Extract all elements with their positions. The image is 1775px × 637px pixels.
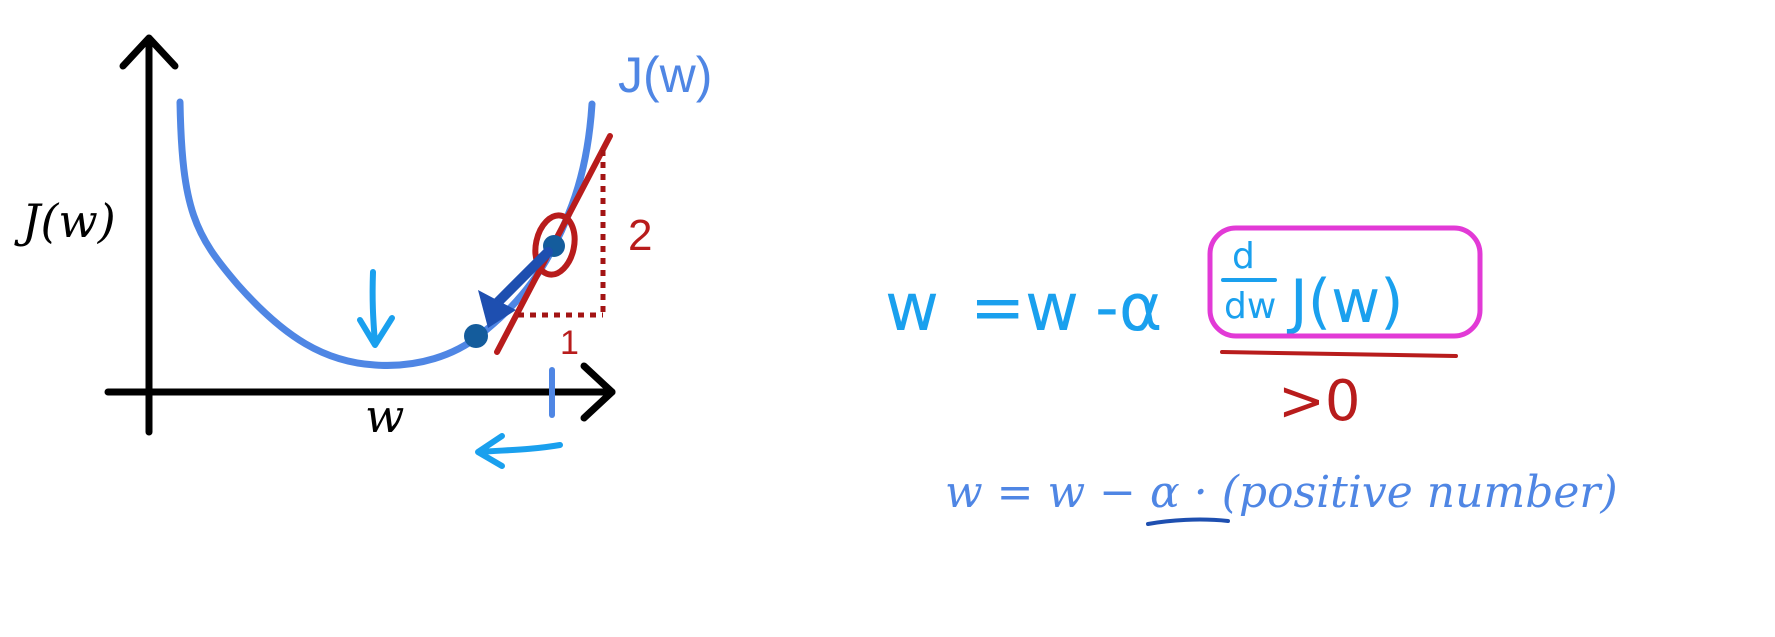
- slope-run-label: 1: [560, 324, 579, 362]
- eq-rhs-w: w: [1025, 269, 1079, 346]
- derivative-sign-note: >0: [1278, 369, 1361, 434]
- slope-rise-label: 2: [628, 211, 652, 260]
- slope-triangle: [518, 150, 606, 318]
- w-decrease-left-arrow-icon: [475, 433, 563, 469]
- derivative-underline: [1220, 350, 1458, 358]
- x-axis-label: w: [365, 389, 404, 443]
- eq-lhs-w: w: [885, 269, 939, 346]
- minimum-down-arrow-icon: [357, 269, 395, 348]
- step-arrowhead-icon: [478, 290, 516, 328]
- curve-label: J(w): [618, 47, 712, 103]
- typed-eq-alpha: α: [1150, 467, 1180, 518]
- y-axis-label: J(w): [14, 194, 116, 248]
- update-equation-handwritten: w = w -α d dw J(w) >0: [885, 225, 1483, 434]
- y-axis-arrowhead: [119, 34, 179, 70]
- eq-frac-numerator: d: [1232, 236, 1255, 277]
- x-axis-arrowhead: [580, 362, 616, 422]
- update-equation-typed: w = w − α · (positive number): [945, 467, 1618, 518]
- axes: [104, 34, 616, 436]
- typed-eq-prefix: w = w −: [945, 467, 1150, 518]
- eq-func-J: J(w): [1286, 267, 1404, 337]
- alpha-underline: [1146, 517, 1230, 526]
- next-point: [464, 324, 488, 348]
- derivative-highlight-box: [1207, 225, 1483, 339]
- typed-eq-suffix: · (positive number): [1180, 467, 1618, 518]
- eq-frac-denominator: dw: [1224, 286, 1276, 327]
- eq-minus-alpha: -α: [1095, 269, 1162, 346]
- eq-equals: =: [970, 269, 1025, 346]
- step-arrow-shaft: [493, 247, 553, 307]
- circled-point-highlight: [532, 212, 578, 278]
